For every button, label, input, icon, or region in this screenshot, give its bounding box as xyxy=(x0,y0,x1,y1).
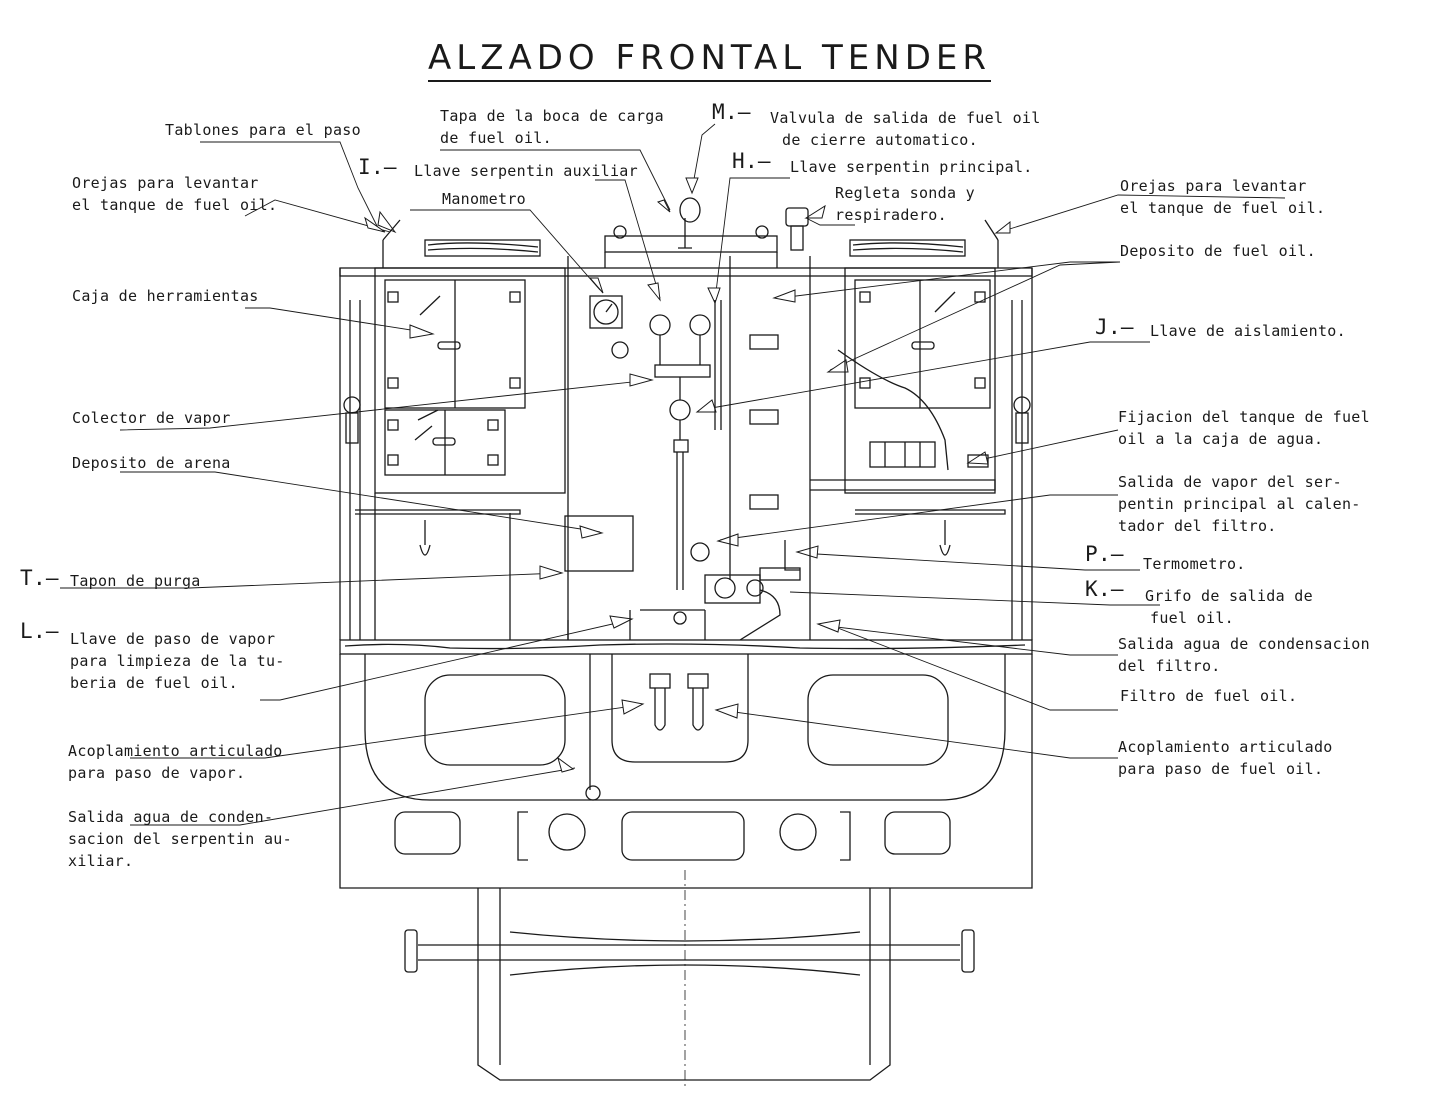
label-fijacion: Fijacion del tanque de fuel oil a la caj… xyxy=(1118,406,1370,450)
label-line: Tapa de la boca de carga xyxy=(440,107,664,125)
label-line: xiliar. xyxy=(68,852,134,870)
label-acopl-fuel: Acoplamiento articulado para paso de fue… xyxy=(1118,736,1333,780)
label-i: Llave serpentin auxiliar xyxy=(414,162,638,180)
arrowheads xyxy=(364,177,1011,773)
label-line: Valvula de salida de fuel oil xyxy=(770,109,1041,127)
label-i-prefix: I.– xyxy=(358,155,397,179)
label-line: pentin principal al calen- xyxy=(1118,495,1361,513)
label-filtro: Filtro de fuel oil. xyxy=(1120,687,1298,705)
label-line: Llave de paso de vapor xyxy=(70,630,276,648)
label-line: de cierre automatico. xyxy=(782,131,978,149)
label-p-prefix: P.– xyxy=(1085,542,1124,566)
label-line: tador del filtro. xyxy=(1118,517,1277,535)
label-m: Valvula de salida de fuel oil de cierre … xyxy=(770,107,1041,151)
label-salida-vapor: Salida de vapor del ser- pentin principa… xyxy=(1118,471,1361,537)
label-line: Salida de vapor del ser- xyxy=(1118,473,1342,491)
label-line: de fuel oil. xyxy=(440,129,552,147)
label-m-prefix: M.– xyxy=(712,100,751,124)
label-p: Termometro. xyxy=(1143,555,1246,573)
label-line: Acoplamiento articulado xyxy=(68,742,283,760)
label-l: Llave de paso de vapor para limpieza de … xyxy=(70,628,285,694)
label-j-prefix: J.– xyxy=(1095,315,1134,339)
label-line: Grifo de salida de xyxy=(1145,587,1313,605)
label-line: oil a la caja de agua. xyxy=(1118,430,1324,448)
label-line: el tanque de fuel oil. xyxy=(72,196,278,214)
label-colector: Colector de vapor xyxy=(72,409,231,427)
label-line: fuel oil. xyxy=(1150,609,1234,627)
label-h-prefix: H.– xyxy=(732,149,771,173)
label-acopl-vapor: Acoplamiento articulado para paso de vap… xyxy=(68,740,283,784)
label-line: para limpieza de la tu- xyxy=(70,652,285,670)
label-t: Tapon de purga xyxy=(70,572,201,590)
label-line: Tablones para el paso xyxy=(165,121,361,139)
label-salida-agua-filtro: Salida agua de condensacion del filtro. xyxy=(1118,633,1370,677)
label-line: beria de fuel oil. xyxy=(70,674,238,692)
label-regleta: Regleta sonda y respiradero. xyxy=(835,182,975,226)
label-line: para paso de fuel oil. xyxy=(1118,760,1324,778)
label-h: Llave serpentin principal. xyxy=(790,158,1033,176)
label-tablones: Tablones para el paso xyxy=(165,119,361,141)
label-deposito-fuel: Deposito de fuel oil. xyxy=(1120,242,1316,260)
label-k: Grifo de salida de fuel oil. xyxy=(1145,585,1313,629)
label-line: Fijacion del tanque de fuel xyxy=(1118,408,1370,426)
label-t-prefix: T.– xyxy=(20,566,59,590)
label-line: el tanque de fuel oil. xyxy=(1120,199,1326,217)
label-line: Salida agua de conden- xyxy=(68,808,274,826)
leader-lines xyxy=(60,123,1286,826)
label-line: del filtro. xyxy=(1118,657,1221,675)
label-line: Salida agua de condensacion xyxy=(1118,635,1370,653)
label-k-prefix: K.– xyxy=(1085,577,1124,601)
label-tapa: Tapa de la boca de carga de fuel oil. xyxy=(440,105,664,149)
label-line: sacion del serpentin au- xyxy=(68,830,292,848)
tender-body xyxy=(339,197,1033,1090)
label-line: Orejas para levantar xyxy=(1120,177,1307,195)
drawing-title: ALZADO FRONTAL TENDER xyxy=(428,38,991,82)
label-j: Llave de aislamiento. xyxy=(1150,322,1346,340)
label-line: Acoplamiento articulado xyxy=(1118,738,1333,756)
label-manometro: Manometro xyxy=(442,190,526,208)
label-line: para paso de vapor. xyxy=(68,764,246,782)
label-orejas-right: Orejas para levantar el tanque de fuel o… xyxy=(1120,175,1325,219)
label-caja: Caja de herramientas xyxy=(72,287,259,305)
label-orejas-left: Orejas para levantar el tanque de fuel o… xyxy=(72,172,277,216)
label-l-prefix: L.– xyxy=(20,619,59,643)
label-salida-aux: Salida agua de conden- sacion del serpen… xyxy=(68,806,292,872)
label-line: Regleta sonda y xyxy=(835,184,975,202)
label-line: respiradero. xyxy=(835,206,947,224)
label-line: Orejas para levantar xyxy=(72,174,259,192)
label-deposito-arena: Deposito de arena xyxy=(72,454,231,472)
